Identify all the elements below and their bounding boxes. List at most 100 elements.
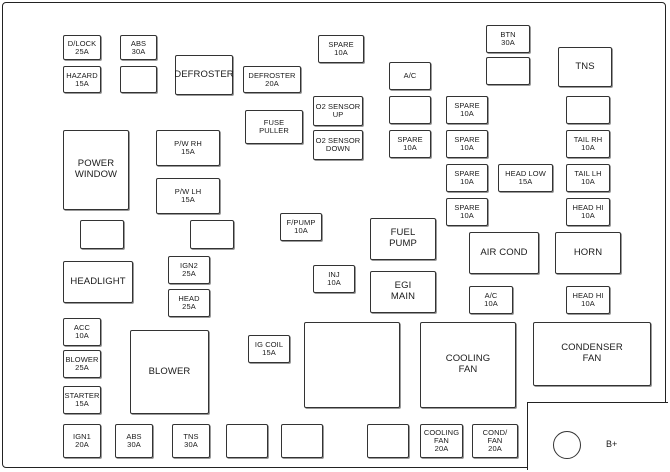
cooling-fan-relay-label-1: FAN xyxy=(458,364,478,375)
acc-10a-label-1: 10A xyxy=(75,331,89,340)
blank-1 xyxy=(120,66,157,93)
inj-10a-label-0: INJ xyxy=(328,270,340,280)
dlock-25a-label-0: D/LOCK xyxy=(67,38,97,48)
fpump-10a-label-1: 10A xyxy=(294,226,308,235)
blank-7 xyxy=(226,424,268,458)
cooling-fan-relay-label-0: COOLING xyxy=(445,353,491,365)
blank-9 xyxy=(367,424,409,458)
headlight-relay: HEADLIGHT xyxy=(63,261,133,303)
headlight-relay-label-0: HEADLIGHT xyxy=(70,275,126,287)
inj-10a-label-1: 10A xyxy=(327,278,341,287)
tail-lh-10a-label-1: 10A xyxy=(581,177,595,186)
pw-rh-15a-label-0: P/W RH xyxy=(174,139,202,149)
btn-30a-label-0: BTN xyxy=(500,30,516,40)
hazard-15a-label-0: HAZARD xyxy=(66,70,98,80)
fuse-puller-label-1: PULLER xyxy=(259,126,289,135)
fuel-pump-relay-label-0: FUEL xyxy=(390,227,416,239)
fpump-10a-label-0: F/PUMP xyxy=(286,218,316,228)
pw-lh-15a-label-0: P/W LH xyxy=(174,187,202,197)
head-low-15a-label-1: 15A xyxy=(518,177,533,186)
blank-2 xyxy=(389,96,431,124)
hazard-15a-label-1: 15A xyxy=(75,78,89,88)
ign1-20a-label-1: 20A xyxy=(75,440,89,449)
abs-30a-bottom-label-0: ABS xyxy=(126,432,142,442)
spare-10a-f-label-0: SPARE xyxy=(454,169,480,179)
tns-30a-label-0: TNS xyxy=(183,432,199,442)
cooling-fan-20a-label-2: 20A xyxy=(434,443,449,453)
ac-10a-label-1: 10A xyxy=(484,299,498,308)
spare-10a-g-label-0: SPARE xyxy=(454,203,480,213)
defroster-20a-label-1: 20A xyxy=(265,78,279,88)
ign1-20a-label-0: IGN1 xyxy=(73,432,91,442)
cond-fan-20a-label-0: COND/ xyxy=(482,428,508,438)
battery-terminal-label: B+ xyxy=(606,439,618,449)
starter-15a-label-1: 15A xyxy=(75,399,89,408)
spare-10a-g-label-1: 10A xyxy=(460,211,474,220)
spare-10a-d-label-0: SPARE xyxy=(454,101,480,111)
pw-lh-15a-label-1: 15A xyxy=(181,195,195,204)
spare-10a-top-label-0: SPARE xyxy=(328,40,354,50)
tns-30a-label-1: 30A xyxy=(184,440,198,449)
defroster-relay: DEFROSTER xyxy=(174,55,234,95)
blank-3 xyxy=(486,57,530,85)
condenser-fan-relay-label-0: CONDENSER xyxy=(561,342,623,354)
abs-30a-top-label-1: 30A xyxy=(131,46,146,56)
blank-8 xyxy=(281,424,323,458)
blower-25a-label-0: BLOWER xyxy=(65,355,99,365)
cond-fan-20a-label-2: 20A xyxy=(488,443,502,453)
dlock-25a-label-1: 25A xyxy=(75,46,89,56)
horn-relay: HORN xyxy=(555,232,621,274)
ign2-25a-label-0: IGN2 xyxy=(180,261,198,271)
horn-relay-label-0: HORN xyxy=(573,246,603,258)
head-25a-label-0: HEAD xyxy=(178,294,200,304)
air-cond-relay: AIR COND xyxy=(469,232,539,274)
head-25a-label-1: 25A xyxy=(182,302,196,311)
spare-10a-b-label-1: 10A xyxy=(403,143,417,152)
spare-10a-f-label-1: 10A xyxy=(460,177,474,186)
tail-lh-10a-label-0: TAIL LH xyxy=(574,169,602,179)
ig-coil-15a-label-0: IG COIL xyxy=(254,340,284,350)
acc-10a-label-0: ACC xyxy=(73,323,91,333)
tns-relay-label-0: TNS xyxy=(575,60,595,72)
head-hi-10a-a-label-0: HEAD HI xyxy=(572,203,604,213)
o2-sensor-down-label-0: O2 SENSOR xyxy=(315,136,361,146)
o2-sensor-up-label-1: UP xyxy=(332,110,344,119)
head-low-15a-label-0: HEAD LOW xyxy=(505,169,546,179)
egi-main-relay-label-0: EGI xyxy=(394,280,412,292)
btn-30a-label-1: 30A xyxy=(501,38,515,47)
air-cond-relay-label-0: AIR COND xyxy=(480,246,528,258)
spare-10a-b-label-0: SPARE xyxy=(397,135,423,145)
defroster-20a-label-0: DEFROSTER xyxy=(248,70,296,80)
power-window-relay-label-1: WINDOW xyxy=(74,169,118,180)
o2-sensor-up-label-0: O2 SENSOR xyxy=(315,102,361,112)
spare-10a-top-label-1: 10A xyxy=(334,48,348,57)
head-hi-10a-b-label-1: 10A xyxy=(581,299,595,308)
head-hi-10a-a-label-1: 10A xyxy=(581,211,595,220)
fuse-box-outline xyxy=(2,2,666,468)
blower-relay: BLOWER xyxy=(130,330,209,414)
